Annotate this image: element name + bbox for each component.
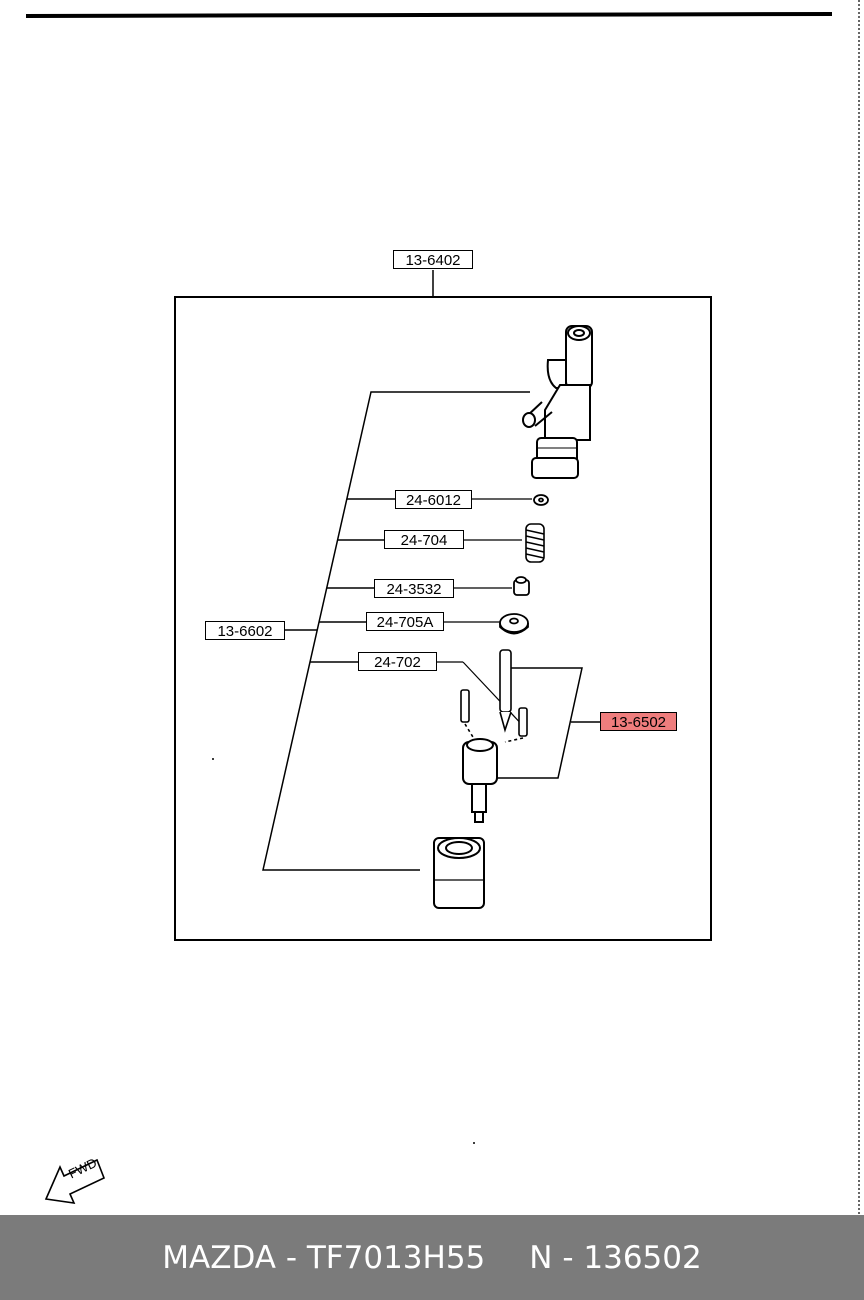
label-nozzle-assembly[interactable]: 13-6602 bbox=[205, 621, 285, 640]
spring-part bbox=[525, 523, 545, 563]
nozzle-bracket bbox=[490, 667, 600, 779]
nozzle-part bbox=[462, 738, 498, 823]
spacer-part bbox=[499, 613, 529, 635]
top-rule bbox=[25, 12, 833, 18]
spring-seat-part bbox=[513, 576, 530, 596]
diagram-drawing bbox=[25, 0, 860, 1215]
footer-number: N - 136502 bbox=[529, 1239, 702, 1276]
parts-diagram: FWD 13-6402 24-6012 24-704 24-3532 24-70… bbox=[25, 0, 860, 1215]
fwd-arrow-icon bbox=[44, 1158, 106, 1204]
label-pins[interactable]: 24-702 bbox=[358, 652, 437, 671]
label-assembly[interactable]: 13-6402 bbox=[393, 250, 473, 269]
footer-bar: MAZDA - TF7013H55 N - 136502 bbox=[0, 1215, 864, 1300]
gasket-part bbox=[533, 494, 549, 506]
pins-part bbox=[460, 649, 528, 743]
label-spring-seat[interactable]: 24-3532 bbox=[374, 579, 454, 598]
footer-brand-part: MAZDA - TF7013H55 bbox=[162, 1239, 486, 1276]
nozzle-assembly-bracket bbox=[262, 391, 530, 871]
assembly-frame bbox=[174, 296, 712, 941]
label-nozzle-highlighted[interactable]: 13-6502 bbox=[600, 712, 677, 731]
retaining-nut-part bbox=[433, 837, 485, 909]
scan-speck bbox=[212, 758, 214, 760]
label-gasket[interactable]: 24-6012 bbox=[395, 490, 472, 509]
label-spring[interactable]: 24-704 bbox=[384, 530, 464, 549]
injector-holder bbox=[522, 325, 593, 479]
label-spacer[interactable]: 24-705A bbox=[366, 612, 444, 631]
part-leaders bbox=[437, 498, 532, 731]
scan-speck bbox=[473, 1142, 475, 1144]
